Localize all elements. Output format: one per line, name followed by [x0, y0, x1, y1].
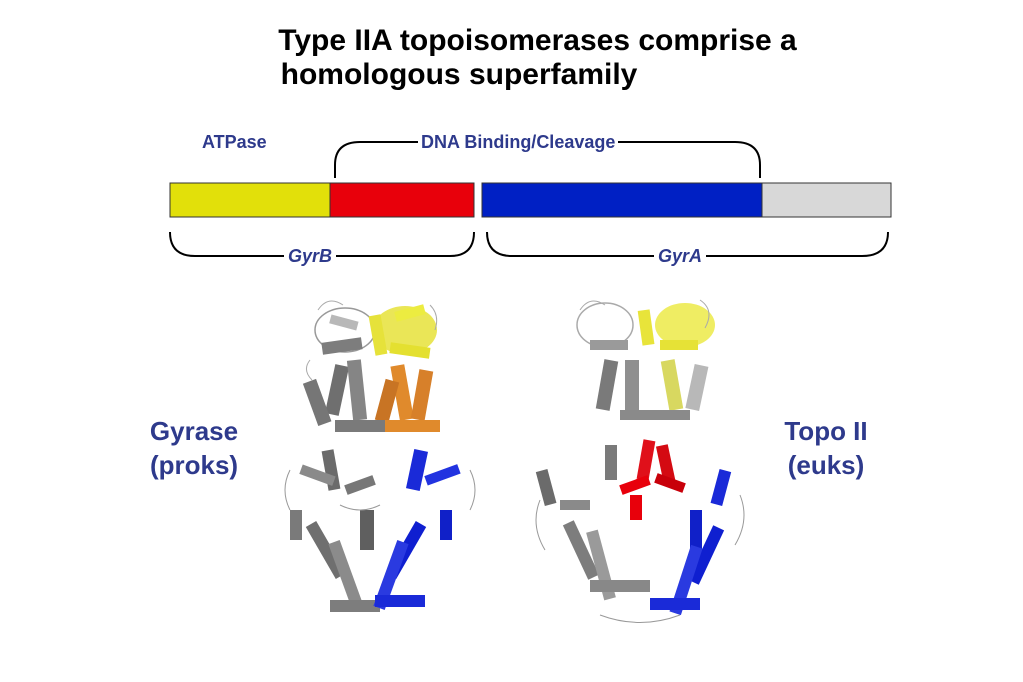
ctd-domain-bar — [761, 182, 892, 218]
atpase-domain-bar — [169, 182, 331, 218]
dna-binding-label: DNA Binding/Cleavage — [418, 132, 619, 153]
gyra-dna-binding-bar — [481, 182, 763, 218]
title-line-1: Type IIA topoisomerases comprise a — [278, 24, 797, 57]
gyra-label: GyrA — [654, 246, 707, 267]
gyrase-label: Gyrase (proks) — [138, 414, 250, 482]
topo2-label-line2: (euks) — [787, 450, 865, 480]
gyrase-gyra-structure — [284, 448, 476, 612]
atpase-label: ATPase — [202, 132, 267, 153]
topo2-atpase-structure — [576, 299, 715, 420]
title-line-2: homologous superfamily — [280, 58, 638, 91]
gyrase-label-line2: (proks) — [149, 450, 239, 480]
gyrase-atpase-structure — [302, 300, 440, 432]
topo2-label: Topo II (euks) — [770, 414, 882, 482]
gyrb-label: GyrB — [284, 246, 337, 267]
slide-title: Type IIA topoisomerases comprise a homol… — [0, 24, 1023, 92]
toprim-domain-bar — [329, 182, 475, 218]
gyrase-label-line1: Gyrase — [149, 416, 239, 446]
topo2-dna-binding-structure — [535, 439, 745, 623]
topo2-label-line1: Topo II — [784, 416, 868, 446]
